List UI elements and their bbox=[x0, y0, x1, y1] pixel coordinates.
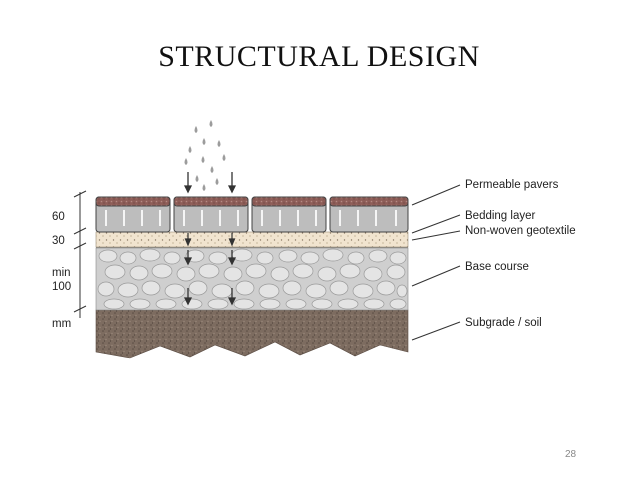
dim-bedding: 30 bbox=[52, 235, 65, 247]
slide-title: STRUCTURAL DESIGN bbox=[158, 40, 480, 73]
label-permeable-pavers: Permeable pavers bbox=[465, 179, 559, 191]
base-course-stones bbox=[97, 248, 408, 310]
infiltration-arrows-top bbox=[183, 172, 237, 194]
label-geotextile: Non-woven geotextile bbox=[465, 225, 576, 237]
infiltration-arrows-base bbox=[183, 250, 237, 306]
dim-base-value: 100 bbox=[52, 281, 71, 293]
label-subgrade: Subgrade / soil bbox=[465, 317, 542, 329]
permeable-pavers bbox=[95, 196, 409, 233]
page-number: 28 bbox=[565, 449, 577, 460]
dimension-line bbox=[73, 190, 87, 318]
dim-base-min: min bbox=[52, 267, 71, 279]
paver-3 bbox=[251, 196, 327, 233]
paver-4 bbox=[329, 196, 409, 233]
paver-2 bbox=[173, 196, 249, 233]
subgrade-layer bbox=[95, 309, 409, 359]
label-leader-lines bbox=[411, 184, 461, 341]
label-bedding-layer: Bedding layer bbox=[465, 210, 535, 222]
bedding-layer bbox=[95, 231, 409, 248]
label-base-course: Base course bbox=[465, 261, 529, 273]
paver-1 bbox=[95, 196, 171, 233]
dim-pavers: 60 bbox=[52, 211, 65, 223]
rain-drops bbox=[184, 120, 226, 191]
infiltration-arrows-bedding bbox=[184, 233, 236, 247]
dim-unit: mm bbox=[52, 318, 71, 330]
